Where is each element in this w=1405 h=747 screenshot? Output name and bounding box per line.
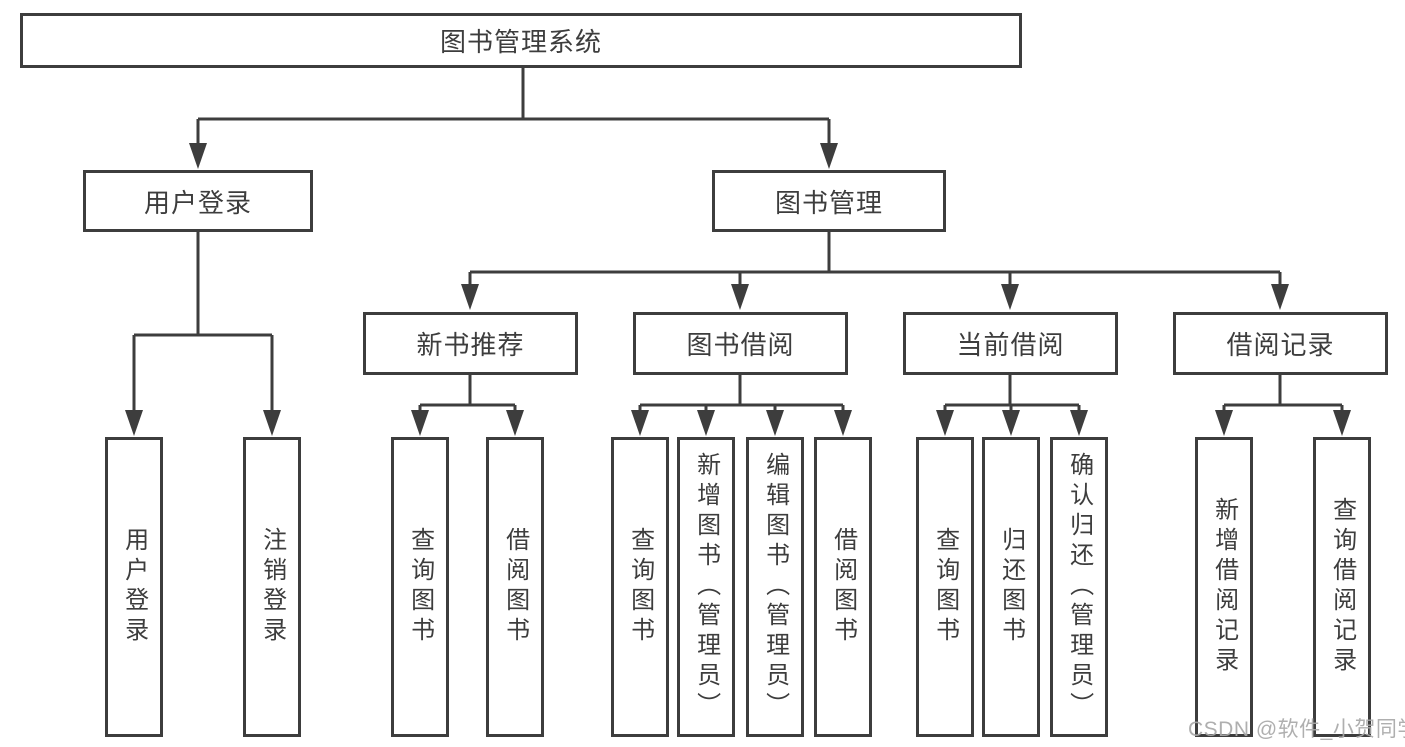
node-book-management-branch: 图书管理 (712, 170, 946, 232)
leaf-add-borrow-record: 新增借阅记录 (1195, 437, 1253, 737)
leaf-label: 确认归还（管理员） (1065, 452, 1093, 722)
leaf-label: 查询借阅记录 (1328, 497, 1356, 677)
leaf-label: 归还图书 (997, 527, 1025, 647)
node-label: 图书借阅 (686, 330, 795, 360)
node-label: 新书推荐 (416, 330, 525, 360)
node-borrowing-records: 借阅记录 (1173, 312, 1388, 375)
node-user-login-branch: 用户登录 (83, 170, 313, 232)
leaf-label: 查询图书 (931, 527, 959, 647)
leaf-logout: 注销登录 (243, 437, 301, 737)
leaf-label: 用户登录 (120, 527, 148, 647)
node-book-borrowing: 图书借阅 (633, 312, 848, 375)
leaf-borrowing-query-books: 查询图书 (611, 437, 669, 737)
node-current-borrowing: 当前借阅 (903, 312, 1118, 375)
node-label: 借阅记录 (1226, 330, 1335, 360)
leaf-label: 借阅图书 (829, 527, 857, 647)
leaf-current-query-books: 查询图书 (916, 437, 974, 737)
leaf-confirm-return-admin: 确认归还（管理员） (1050, 437, 1108, 737)
leaf-label: 编辑图书（管理员） (761, 452, 789, 722)
node-label: 图书管理 (774, 187, 883, 218)
node-label: 用户登录 (143, 187, 252, 218)
leaf-label: 借阅图书 (501, 527, 529, 647)
leaf-label: 新增图书（管理员） (692, 452, 720, 722)
leaf-label: 查询图书 (406, 527, 434, 647)
node-label: 当前借阅 (956, 330, 1065, 360)
leaf-recommend-query-books: 查询图书 (391, 437, 449, 737)
node-new-book-recommendation: 新书推荐 (363, 312, 578, 375)
leaf-add-books-admin: 新增图书（管理员） (677, 437, 735, 737)
leaf-label: 新增借阅记录 (1210, 497, 1238, 677)
leaf-query-borrow-record: 查询借阅记录 (1313, 437, 1371, 737)
leaf-borrowing-borrow-books: 借阅图书 (814, 437, 872, 737)
node-library-management-system: 图书管理系统 (20, 13, 1022, 68)
leaf-recommend-borrow-books: 借阅图书 (486, 437, 544, 737)
leaf-user-login: 用户登录 (105, 437, 163, 737)
leaf-label: 注销登录 (258, 527, 286, 647)
node-label: 图书管理系统 (439, 27, 602, 57)
leaf-return-books: 归还图书 (982, 437, 1040, 737)
csdn-watermark: CSDN @软件_小贺同学 (1188, 718, 1405, 741)
leaf-edit-books-admin: 编辑图书（管理员） (746, 437, 804, 737)
leaf-label: 查询图书 (626, 527, 654, 647)
